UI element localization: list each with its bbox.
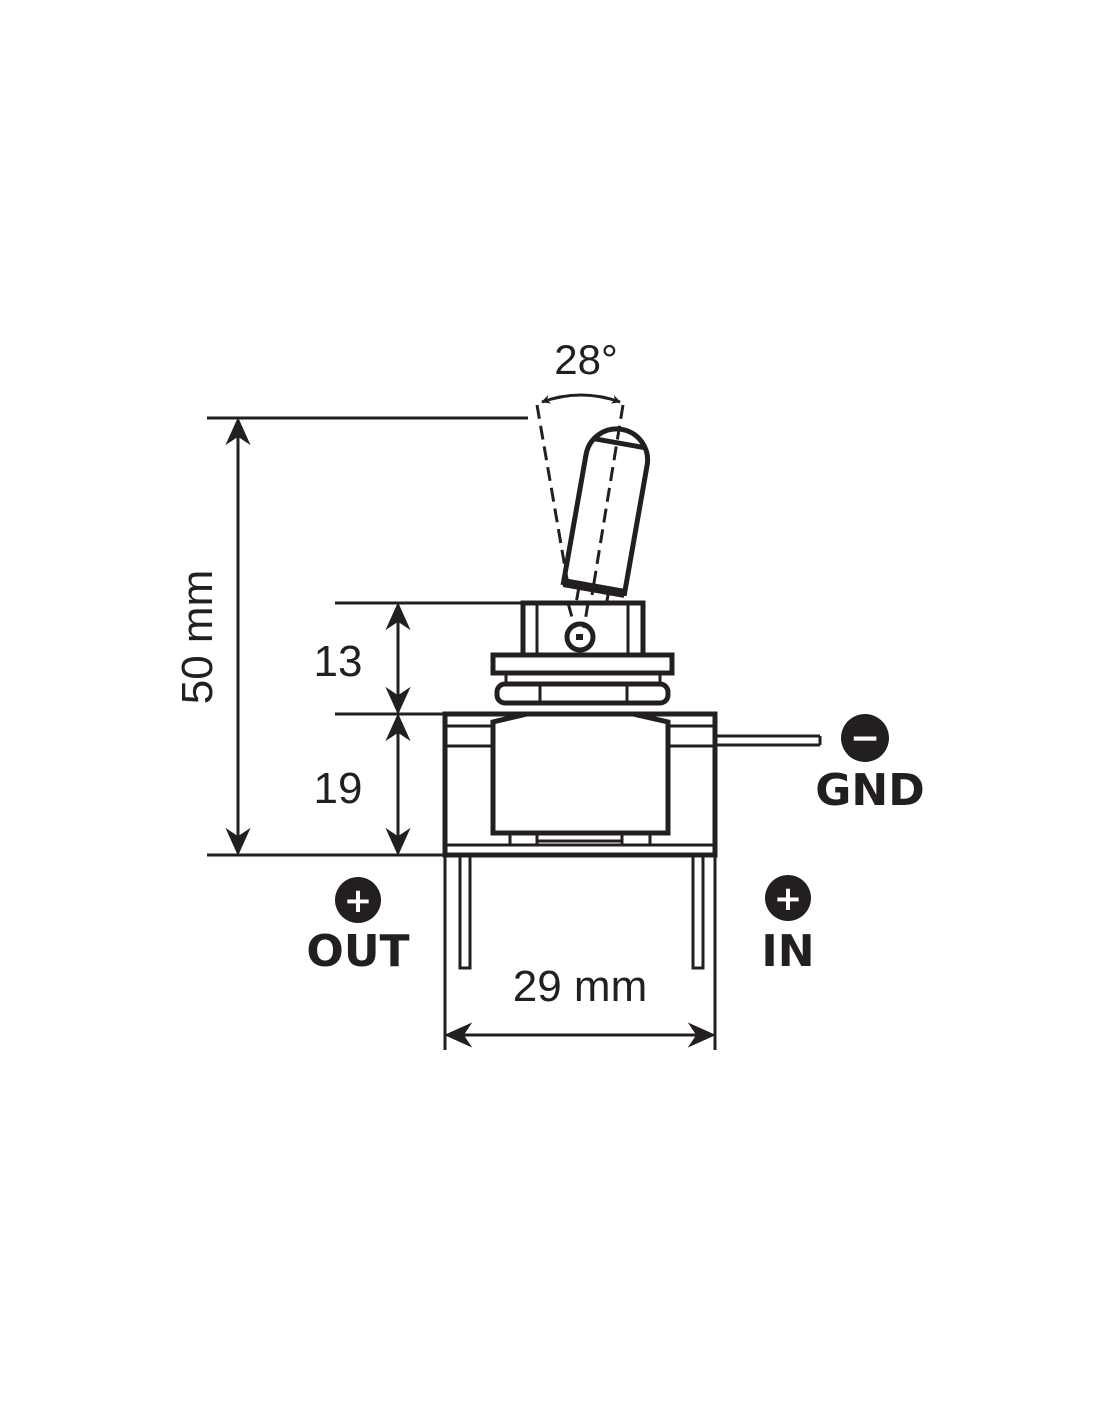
toggle-lever bbox=[560, 426, 651, 603]
in-sign: + bbox=[774, 879, 803, 919]
in-terminal: + IN bbox=[761, 875, 815, 977]
out-terminal: + OUT bbox=[306, 877, 410, 977]
terminal-pins bbox=[458, 853, 705, 970]
width-29mm-label: 29 mm bbox=[513, 962, 647, 1011]
gnd-sign: − bbox=[850, 718, 880, 759]
gnd-label: GND bbox=[815, 765, 924, 816]
minus-icon bbox=[841, 714, 889, 762]
gnd-terminal: − GND bbox=[815, 714, 925, 816]
plus-icon bbox=[765, 875, 811, 921]
height-13-label: 13 bbox=[314, 637, 363, 686]
height-19-label: 19 bbox=[314, 764, 363, 813]
height-50mm-label: 50 mm bbox=[173, 570, 222, 704]
angle-arc-arrow bbox=[541, 393, 621, 404]
switch-body bbox=[442, 711, 718, 858]
washer bbox=[490, 652, 675, 676]
plus-icon bbox=[335, 877, 381, 923]
toggle-alternate-position bbox=[535, 404, 625, 629]
angle-label: 28° bbox=[554, 336, 618, 383]
in-label: IN bbox=[761, 926, 814, 977]
gnd-wire bbox=[715, 734, 822, 747]
out-sign: + bbox=[344, 881, 373, 921]
mounting-nut bbox=[494, 675, 671, 706]
out-label: OUT bbox=[306, 926, 409, 977]
